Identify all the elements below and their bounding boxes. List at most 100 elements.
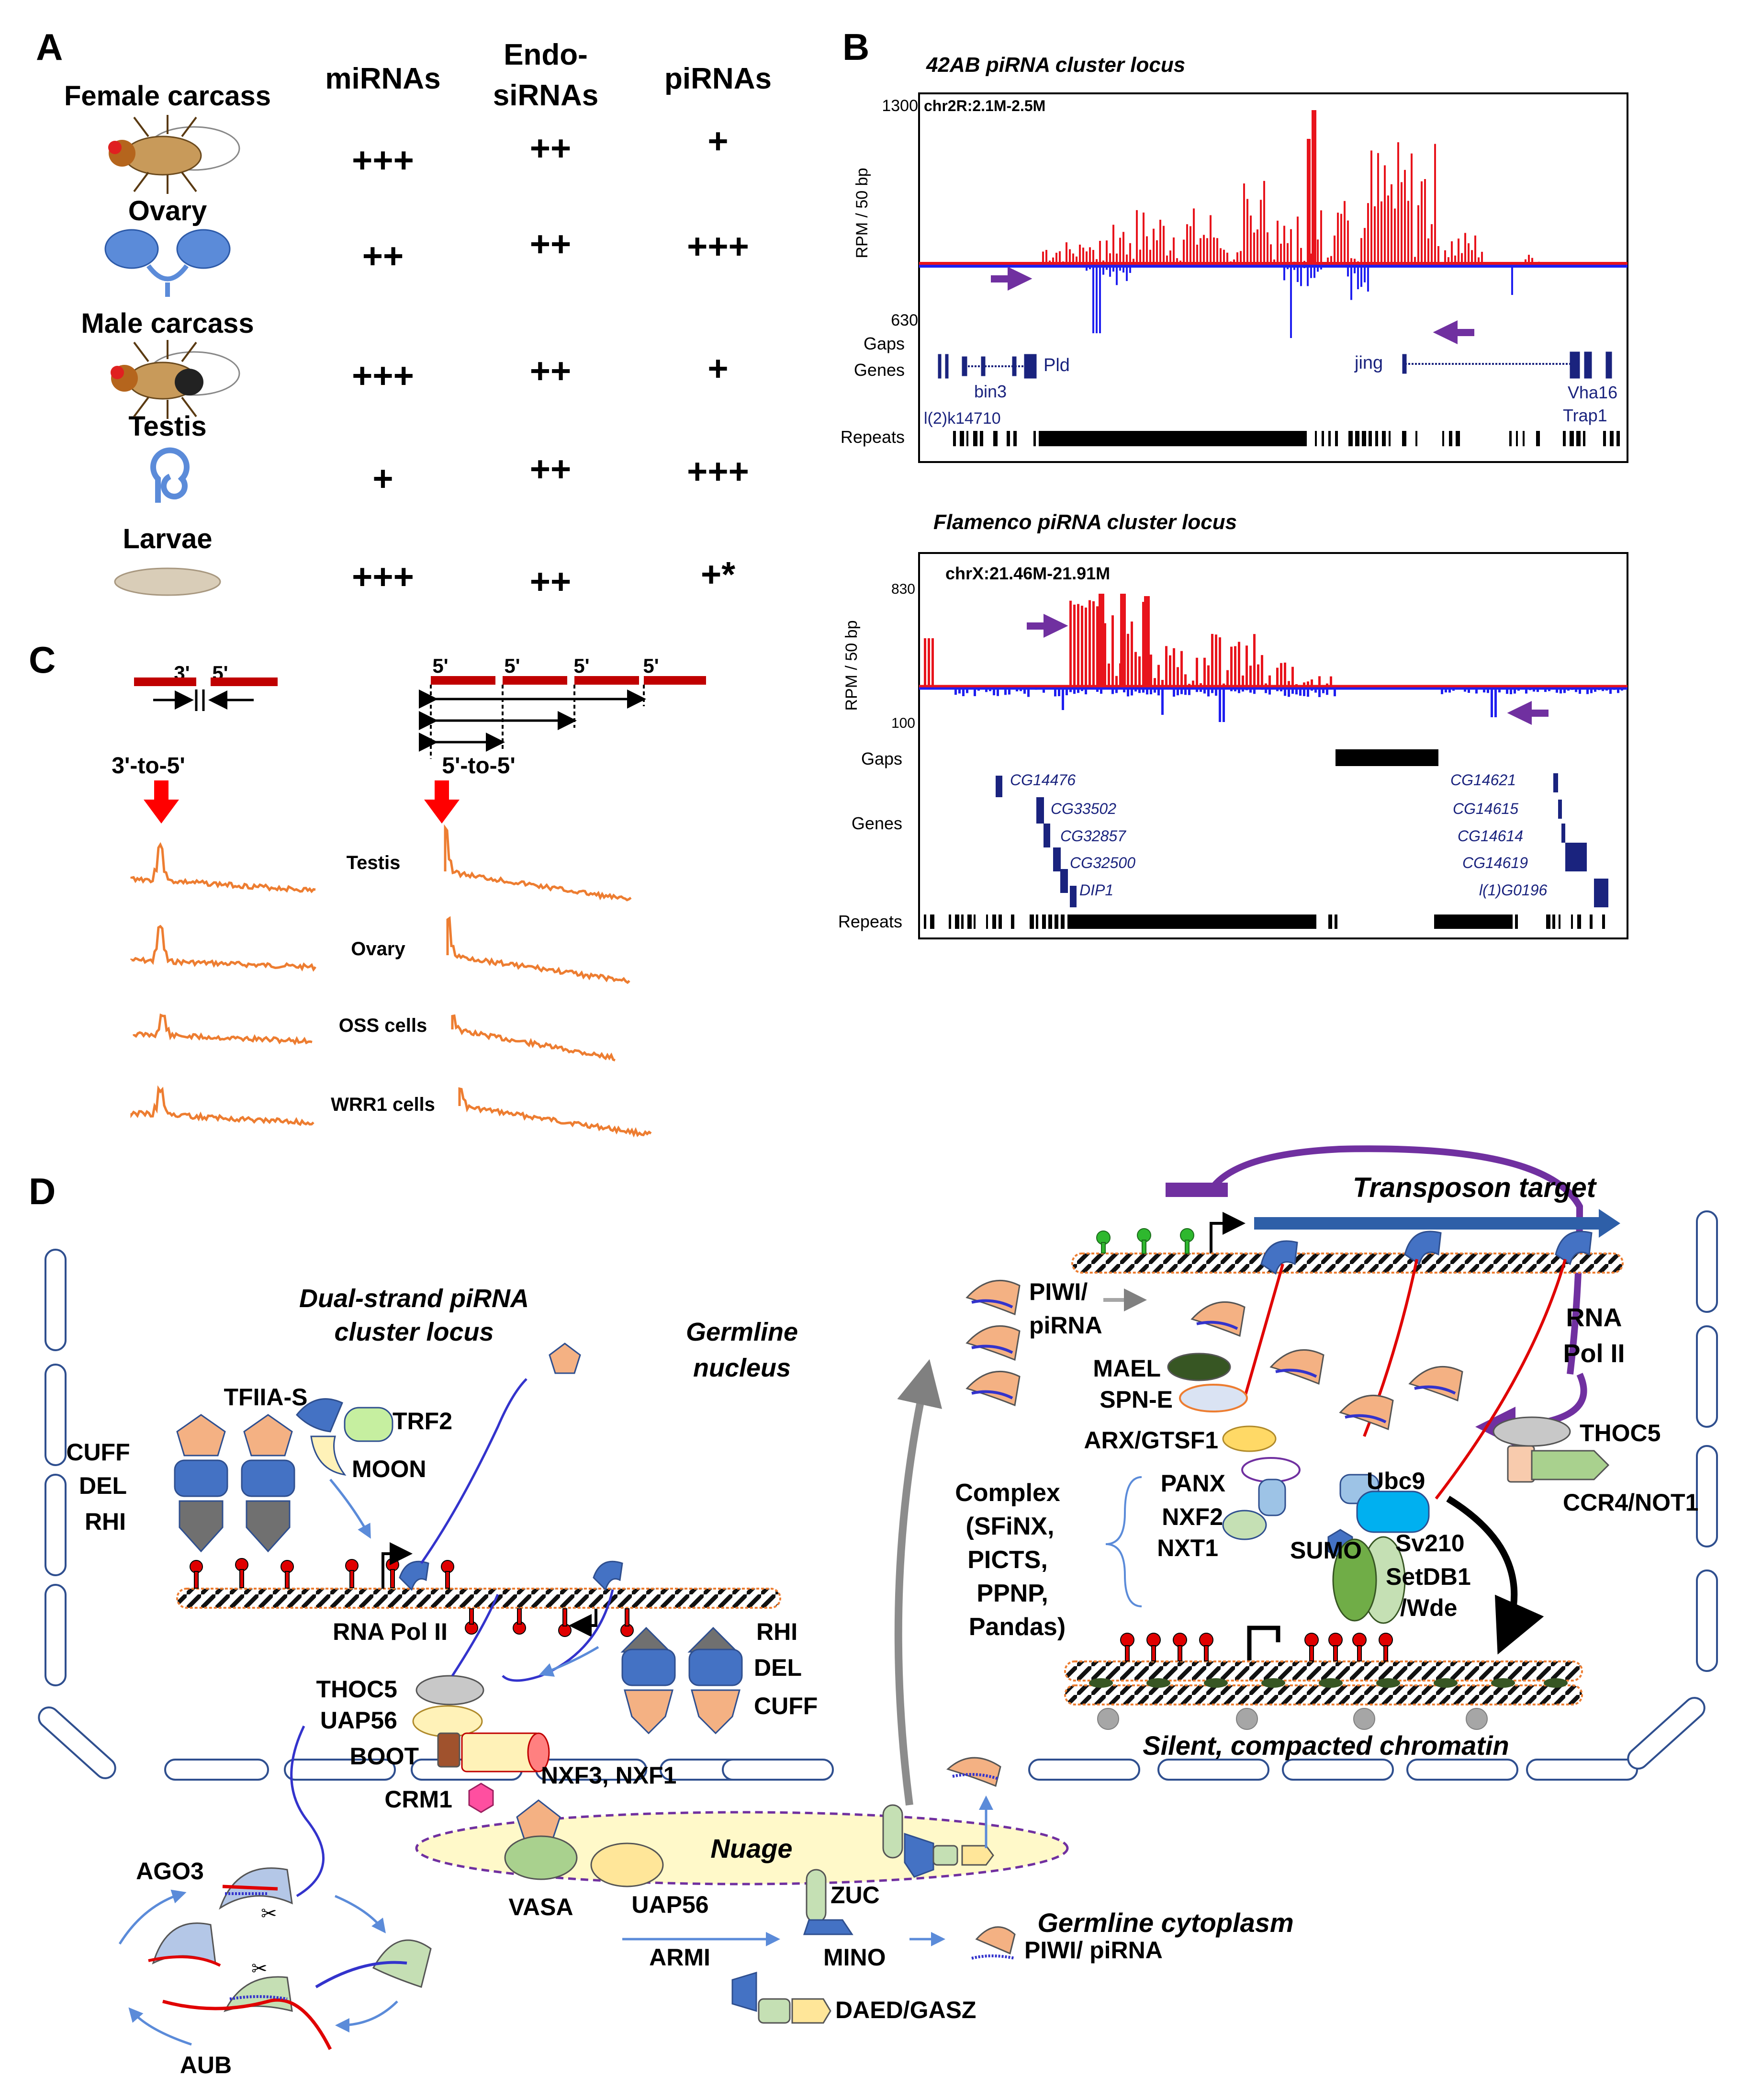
transposon-tss — [1210, 1212, 1246, 1257]
svg-text:5': 5' — [504, 655, 520, 677]
export-complex — [412, 1675, 550, 1813]
svg-text:PICTS,: PICTS, — [967, 1546, 1048, 1574]
nuage-region — [415, 1811, 1069, 1885]
testis-icon — [150, 447, 190, 503]
svg-text:(SFiNX,: (SFiNX, — [966, 1513, 1055, 1540]
label-tfiias: TFIIA-S — [224, 1384, 308, 1411]
label-spne: SPN-E — [1100, 1386, 1173, 1413]
label-del-right: DEL — [754, 1654, 802, 1681]
b-top-track-repeats: Repeats — [841, 427, 905, 447]
b-top-coverage — [1042, 110, 1540, 338]
silencing-arrow — [1446, 1496, 1544, 1655]
b-top-frame — [918, 92, 1628, 463]
svg-text:+: + — [372, 459, 393, 498]
c-right-schema: 5' 5' 5' 5' — [419, 655, 706, 759]
c-sample-ovary: Ovary — [351, 938, 405, 960]
label-piwi-b: piRNA — [1029, 1312, 1102, 1339]
b-top-title: 42AB piRNA cluster locus — [926, 53, 1185, 77]
c-right-header: 5'-to-5' — [442, 753, 516, 779]
ovary-icon — [104, 229, 231, 297]
svg-text:++: ++ — [362, 236, 404, 276]
label-polii-a: RNA — [1566, 1303, 1622, 1332]
piwi-nuclear — [965, 1279, 1021, 1407]
label-zuc: ZUC — [830, 1882, 880, 1908]
panel-a-letter: A — [36, 26, 63, 68]
svg-text:CG33502: CG33502 — [1051, 800, 1116, 817]
label-nucleus-1: Germline — [686, 1318, 798, 1346]
silent-chromatin-top — [1064, 1660, 1583, 1682]
svg-text:5': 5' — [432, 655, 448, 677]
svg-text:++: ++ — [530, 224, 571, 264]
row-larvae: Larvae — [123, 523, 212, 554]
c-sample-testis: Testis — [347, 852, 401, 873]
panx-shape — [1241, 1457, 1301, 1483]
b-top-gene-models — [938, 351, 1612, 379]
cap-pentagon — [549, 1343, 581, 1374]
transposon-arrow-head — [1599, 1209, 1620, 1238]
c-left-schema: 3' 5' — [134, 662, 278, 711]
svg-text:++: ++ — [530, 351, 571, 391]
label-nxf2: NXF2 — [1162, 1503, 1223, 1530]
label-transposon: Transposon target — [1353, 1172, 1597, 1203]
label-ccr4: CCR4/NOT1 — [1563, 1489, 1698, 1516]
svg-text:+++: +++ — [352, 140, 414, 180]
mael-shape — [1167, 1353, 1231, 1381]
transposon-polii — [1260, 1231, 1593, 1275]
label-thoc5: THOC5 — [316, 1676, 397, 1703]
svg-text:PPNP,: PPNP, — [976, 1580, 1048, 1607]
b-bottom-gap-block — [1336, 749, 1438, 766]
cluster-chromatin — [176, 1588, 781, 1609]
svg-text:CG32857: CG32857 — [1060, 827, 1126, 845]
panel-d-letter: D — [29, 1170, 56, 1212]
repression-arc — [1208, 1145, 1583, 1375]
nxf2-shape — [1258, 1479, 1286, 1516]
larvae-icon — [114, 567, 221, 596]
label-moon: MOON — [352, 1456, 426, 1482]
b-bottom-coverage — [924, 594, 1623, 722]
b-bottom-frame — [918, 552, 1628, 939]
svg-text:5': 5' — [643, 655, 659, 677]
tss-arrow-forward — [382, 1542, 413, 1589]
row-male-carcass: Male carcass — [81, 308, 254, 339]
b-bottom-ymin: 100 — [891, 715, 915, 731]
b-top-track-genes: Genes — [854, 360, 905, 380]
b-top-gene-vha16: Vha16 — [1568, 383, 1617, 402]
nuclear-envelope — [38, 1210, 1718, 1781]
label-sumo: SUMO — [1290, 1537, 1362, 1564]
b-top-ylabel: RPM / 50 bp — [853, 168, 871, 259]
c-left-header: 3'-to-5' — [112, 753, 185, 779]
panel-b-letter: B — [842, 26, 869, 68]
label-del-left: DEL — [79, 1472, 127, 1499]
svg-text:Pandas): Pandas) — [969, 1613, 1066, 1641]
label-trf2: TRF2 — [393, 1408, 452, 1434]
polii-right — [593, 1560, 623, 1591]
svg-text:CG14619: CG14619 — [1462, 854, 1528, 871]
thoc5-right-shape — [1493, 1416, 1571, 1447]
label-aub: AUB — [180, 2052, 232, 2078]
label-polii-cluster: RNA Pol II — [333, 1618, 448, 1645]
cluster-transcript-up — [420, 1378, 527, 1564]
label-crm1: CRM1 — [384, 1786, 452, 1813]
svg-text:+: + — [707, 121, 728, 161]
tss-arrow-reverse — [569, 1609, 597, 1637]
h3k9me3-marks-left — [190, 1558, 634, 1637]
b-bottom-title: Flamenco piRNA cluster locus — [933, 510, 1237, 534]
panel-a-column-headers: miRNAs Endo- siRNAs piRNAs — [325, 38, 772, 112]
svg-text:++: ++ — [530, 562, 571, 601]
svg-text:l(1)G0196: l(1)G0196 — [1479, 881, 1548, 899]
b-bottom-gene-models — [996, 773, 1608, 907]
label-ago3: AGO3 — [136, 1858, 204, 1885]
label-sv210: Sv210 — [1395, 1530, 1465, 1557]
b-bottom-locus: chrX:21.46M-21.91M — [945, 564, 1110, 583]
label-mino: MINO — [823, 1944, 886, 1971]
setdb1-shape — [1332, 1538, 1377, 1622]
b-bottom-track-genes: Genes — [852, 813, 902, 833]
label-piwi-a: PIWI/ — [1029, 1278, 1088, 1305]
b-bottom-gene-labels: CG14476 CG33502 CG32857 CG32500 DIP1 CG1… — [1010, 771, 1548, 899]
b-top-repeat-track — [953, 431, 1620, 446]
label-nucleus-2: nucleus — [693, 1354, 791, 1382]
silent-gray-balls — [1097, 1708, 1488, 1730]
nuage-proteins — [504, 1799, 994, 2024]
svg-text:+++: +++ — [687, 226, 749, 266]
